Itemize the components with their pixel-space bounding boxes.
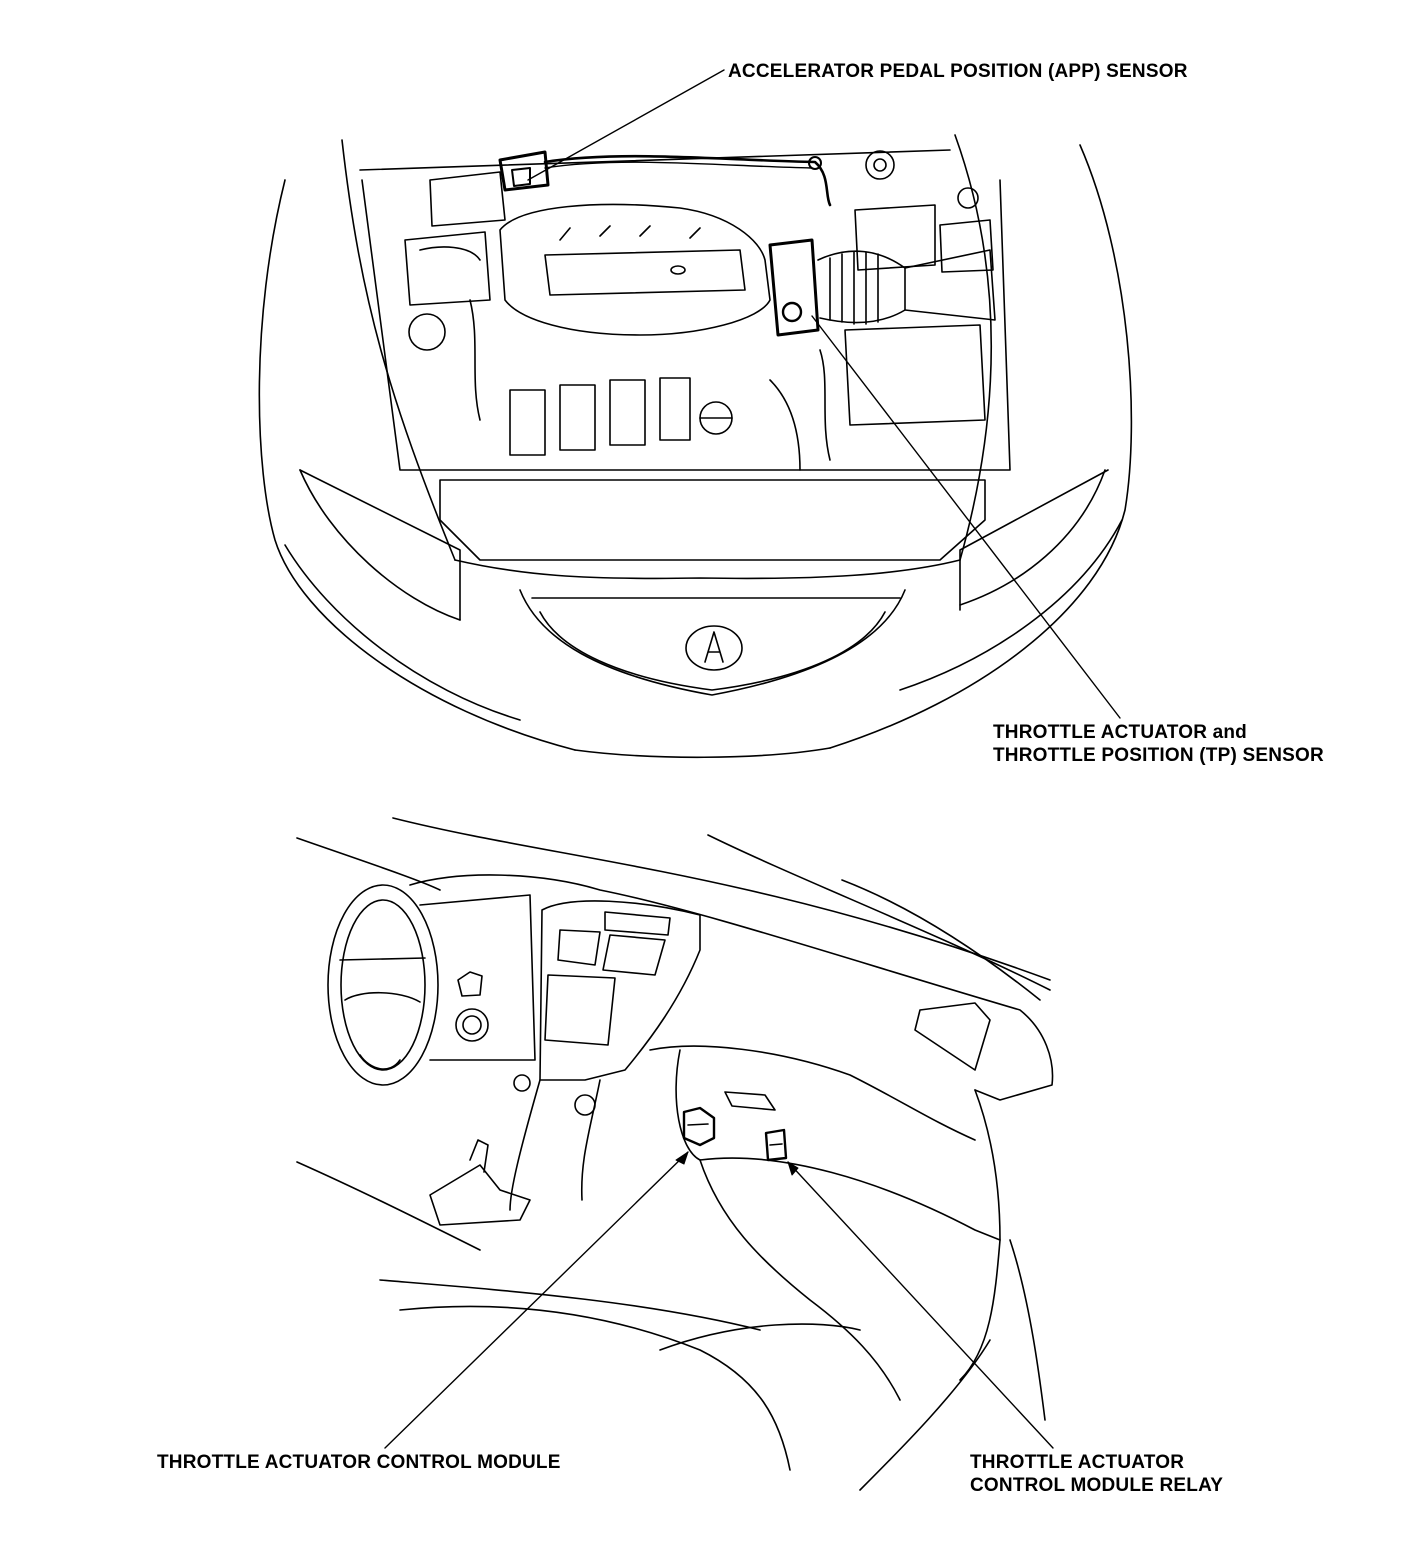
engine-bay-illustration <box>258 134 1133 759</box>
leader-line-control-module <box>384 1151 689 1449</box>
app-sensor-label: ACCELERATOR PEDAL POSITION (APP) SENSOR <box>728 60 1188 83</box>
leader-line-tp <box>811 315 1121 719</box>
leader-line-app <box>527 69 725 181</box>
dashboard-illustration <box>296 817 1054 1491</box>
control-module-label: THROTTLE ACTUATOR CONTROL MODULE <box>157 1451 561 1474</box>
relay-label-line2: CONTROL MODULE RELAY <box>970 1475 1224 1496</box>
leader-line-relay <box>787 1161 1054 1449</box>
throttle-actuator-tp-sensor-label: THROTTLE ACTUATOR and THROTTLE POSITION … <box>993 721 1324 767</box>
throttle-actuator-label-line1: THROTTLE ACTUATOR and <box>993 722 1247 743</box>
app-sensor-label-text: ACCELERATOR PEDAL POSITION (APP) SENSOR <box>728 61 1188 82</box>
control-module-relay-label: THROTTLE ACTUATOR CONTROL MODULE RELAY <box>970 1451 1223 1497</box>
relay-label-line1: THROTTLE ACTUATOR <box>970 1452 1185 1473</box>
throttle-actuator-label-line2: THROTTLE POSITION (TP) SENSOR <box>993 745 1324 766</box>
control-module-label-text: THROTTLE ACTUATOR CONTROL MODULE <box>157 1452 561 1473</box>
